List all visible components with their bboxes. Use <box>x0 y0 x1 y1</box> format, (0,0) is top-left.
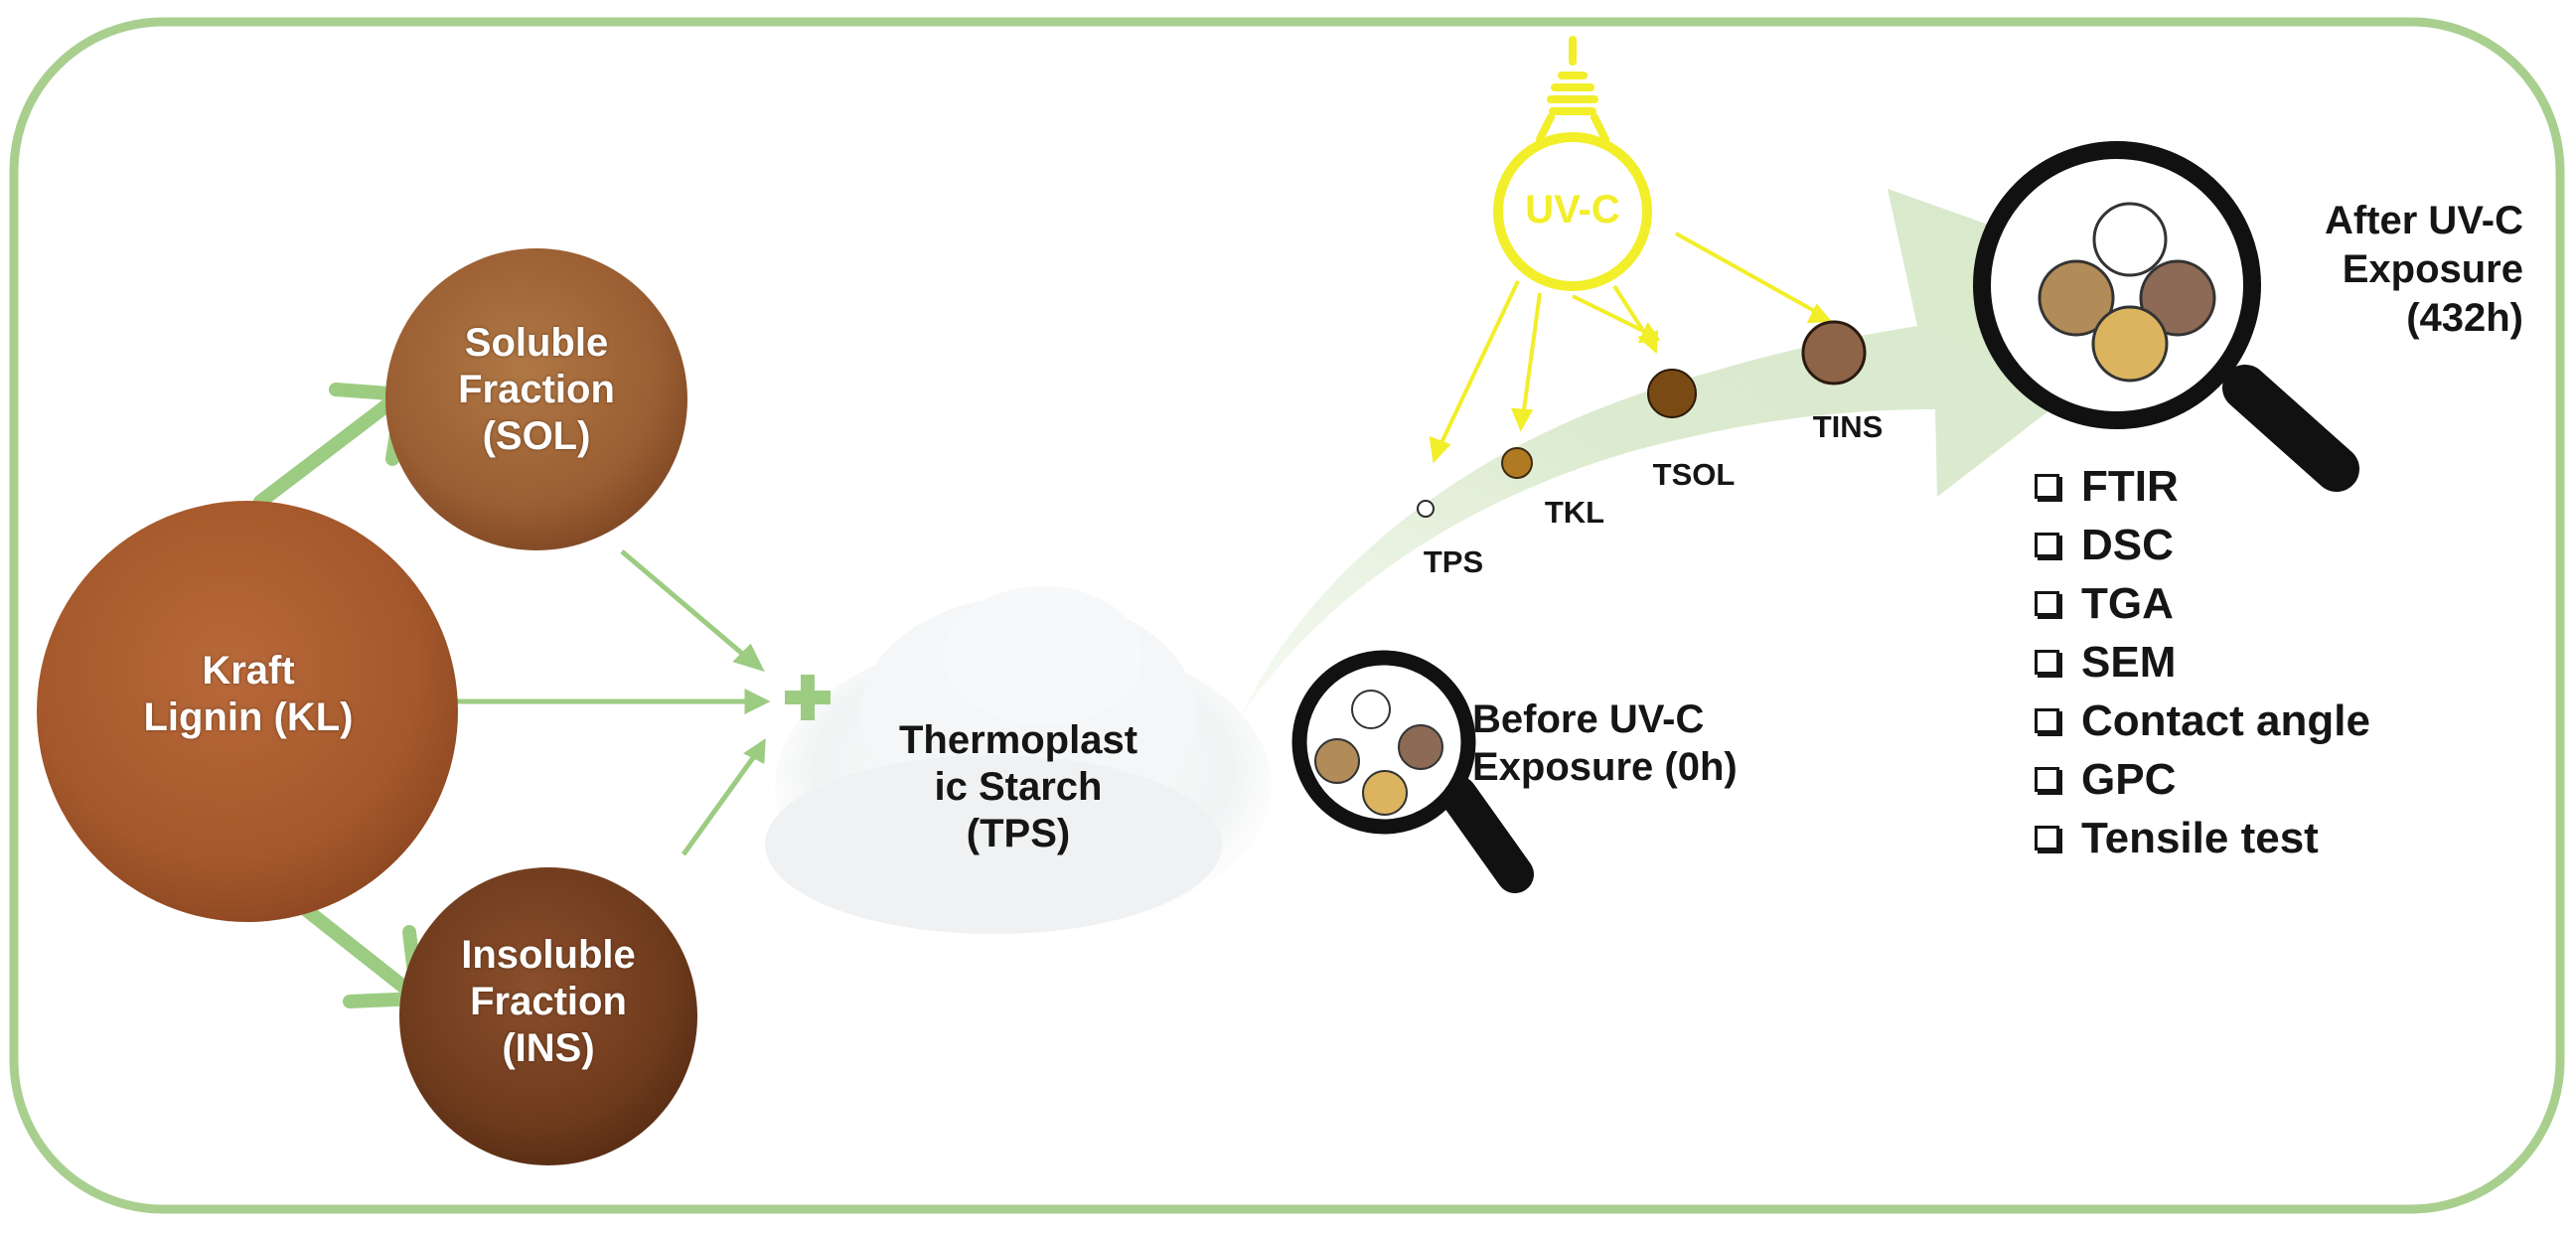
checkbox-icon <box>2035 474 2059 499</box>
tps-label: Thermoplast ic Starch (TPS) <box>898 718 1138 856</box>
checklist-item-label: FTIR <box>2081 462 2179 511</box>
arrow-kl-to-plus <box>427 688 771 715</box>
kraft-lignin-powder <box>37 501 458 922</box>
before-magnifier-icon <box>1291 650 1534 893</box>
tps-powder-pile <box>765 586 1272 934</box>
checkbox-icon <box>2035 708 2059 733</box>
sample-label-tsol: TSOL <box>1652 457 1736 492</box>
checkbox-icon <box>2035 650 2059 675</box>
before-exposure-label: Before UV-C Exposure (0h) <box>1472 697 1738 789</box>
checklist-item-label: Tensile test <box>2081 814 2319 862</box>
insoluble-fraction-powder <box>399 867 697 1165</box>
checklist-item: Tensile test <box>2035 809 2370 867</box>
checkbox-icon <box>2035 591 2059 616</box>
sample-label-tps: TPS <box>1423 544 1484 579</box>
uv-rays-extra <box>1612 284 1659 355</box>
checklist-item-label: Contact angle <box>2081 696 2370 745</box>
checklist-item: DSC <box>2035 516 2370 574</box>
arrow-sol-to-plus <box>620 549 765 673</box>
sample-label-tkl: TKL <box>1544 495 1605 530</box>
checklist-item: FTIR <box>2035 457 2370 516</box>
uv-bulb-label: UV-C <box>1525 188 1620 231</box>
checklist-item-label: TGA <box>2081 579 2174 628</box>
checklist-item: Contact angle <box>2035 692 2370 750</box>
sample-dot-tsol <box>1647 369 1697 418</box>
checkbox-icon <box>2035 767 2059 792</box>
analysis-checklist: FTIR DSC TGA SEM Contact angle GPC Tensi… <box>2035 457 2370 867</box>
arrow-ins-to-plus <box>681 738 766 856</box>
checklist-item: TGA <box>2035 574 2370 633</box>
checklist-item-label: SEM <box>2081 638 2177 687</box>
checklist-item-label: DSC <box>2081 521 2174 569</box>
plus-sign <box>785 675 831 720</box>
kraft-lignin-label: Kraft Lignin (KL) <box>143 649 354 740</box>
sample-label-tins: TINS <box>1812 409 1884 444</box>
soluble-fraction-label: Soluble Fraction (SOL) <box>458 321 615 459</box>
after-magnifier-icon <box>1973 141 2359 492</box>
sample-dot-tins <box>1801 320 1867 386</box>
checklist-item: SEM <box>2035 633 2370 692</box>
after-exposure-label: After UV-C Exposure (432h) <box>2324 199 2523 340</box>
soluble-fraction-powder <box>385 248 687 550</box>
insoluble-fraction-label: Insoluble Fraction (INS) <box>461 933 636 1071</box>
sample-dot-tps <box>1417 500 1435 518</box>
uv-bulb-icon <box>1493 36 1652 291</box>
checklist-item-label: GPC <box>2081 755 2177 804</box>
exposure-arrow <box>1242 189 2196 715</box>
checklist-item: GPC <box>2035 750 2370 809</box>
checkbox-icon <box>2035 533 2059 557</box>
sample-dot-tkl <box>1501 447 1533 479</box>
checkbox-icon <box>2035 826 2059 850</box>
